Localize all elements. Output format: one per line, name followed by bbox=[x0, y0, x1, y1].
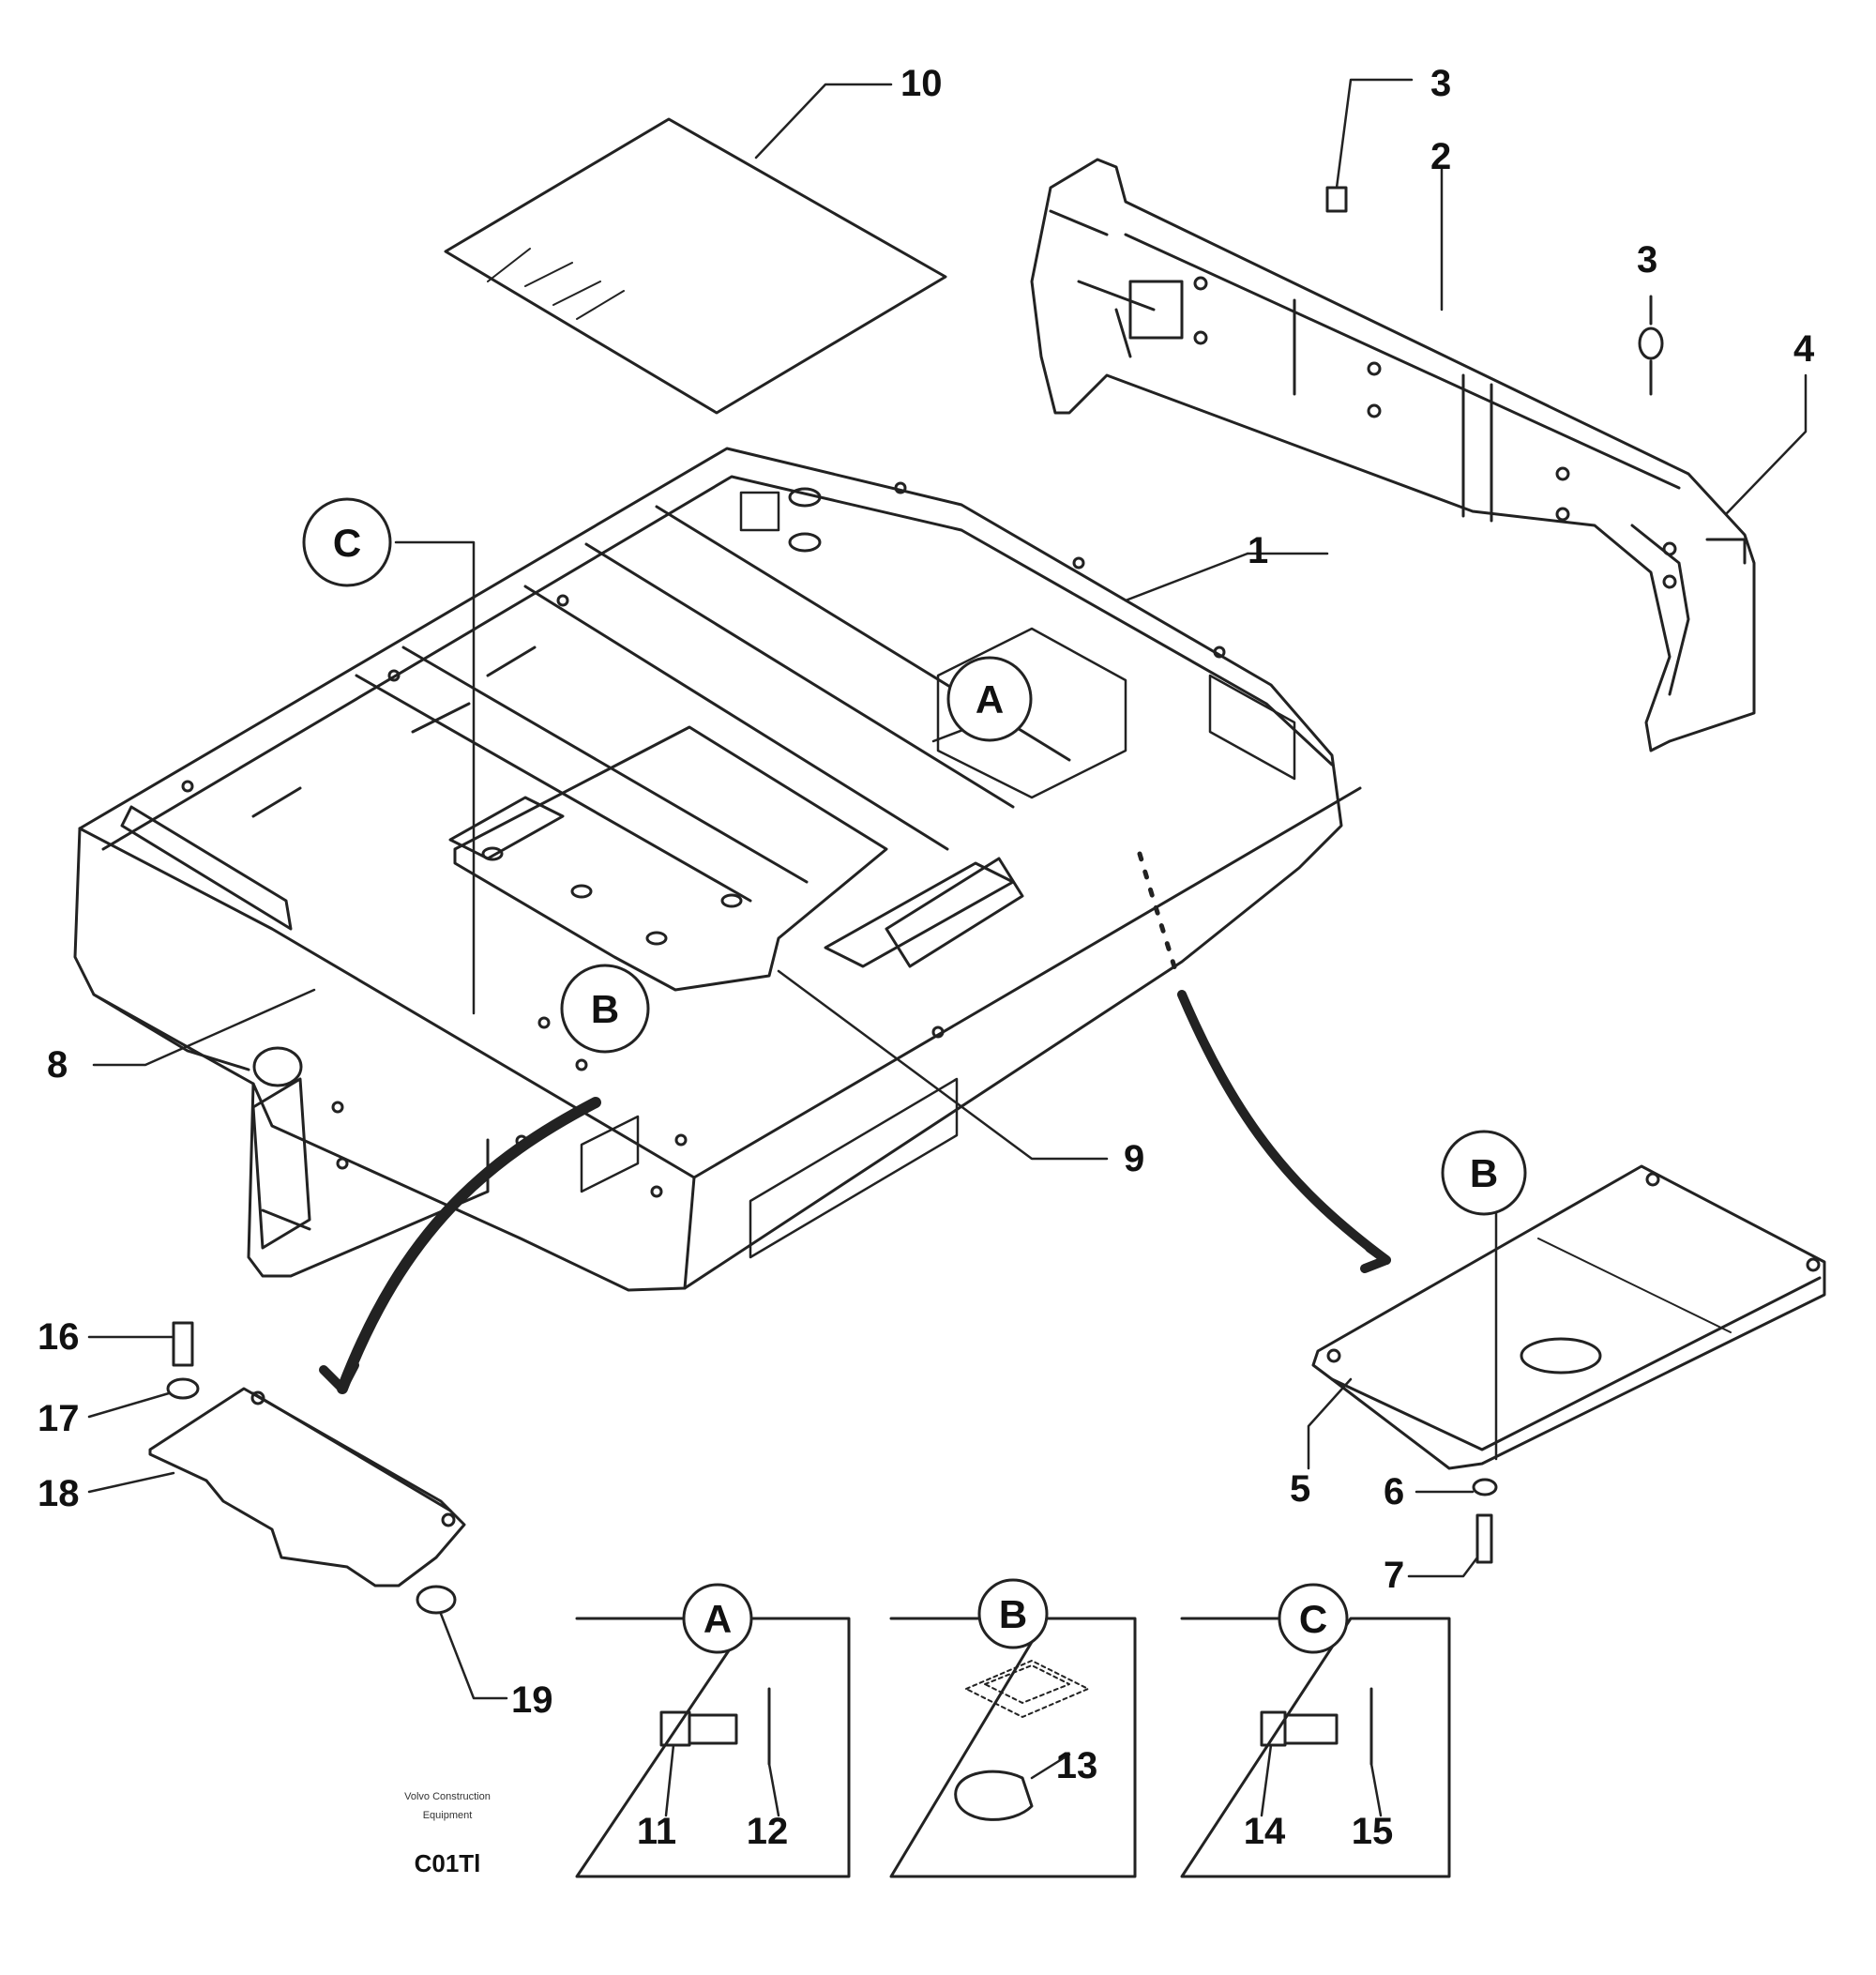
leader-4 bbox=[1724, 373, 1808, 516]
washer-part-17 bbox=[166, 1377, 200, 1400]
inset-a-part-12: 12 bbox=[747, 1811, 789, 1852]
dotted-connector bbox=[1137, 851, 1180, 979]
leader-c-marker bbox=[394, 540, 476, 1015]
connector-arrow-left bbox=[337, 1097, 601, 1394]
rear-beam-part-2 bbox=[1030, 158, 1756, 752]
callout-5: 5 bbox=[1290, 1468, 1310, 1510]
inset-c-part-15: 15 bbox=[1352, 1811, 1394, 1852]
detail-marker-c: C bbox=[333, 521, 361, 565]
connector-arrow-right bbox=[1177, 990, 1391, 1265]
floor-plate-part-9 bbox=[453, 725, 888, 992]
bolt-part-7 bbox=[1475, 1513, 1493, 1564]
inset-labels: A 11 12 B 13 C 14 15 bbox=[637, 1592, 1393, 1852]
inset-a-part-11: 11 bbox=[637, 1811, 676, 1852]
callout-19: 19 bbox=[511, 1679, 553, 1721]
detail-marker-b-plate: B bbox=[1470, 1151, 1498, 1195]
inset-frame-c bbox=[1180, 1617, 1451, 1878]
detail-marker-a: A bbox=[976, 677, 1004, 722]
callout-9: 9 bbox=[1124, 1138, 1144, 1179]
leader-1b bbox=[1124, 552, 1249, 602]
footer-code: C01Tl bbox=[415, 1849, 481, 1877]
callout-4: 4 bbox=[1793, 328, 1815, 370]
callout-3b: 3 bbox=[1637, 239, 1657, 281]
footer-block: Volvo Construction Equipment C01Tl bbox=[404, 1791, 491, 1877]
leader-18 bbox=[87, 1471, 175, 1494]
plate-part-5 bbox=[1311, 1164, 1826, 1470]
inset-frame-a bbox=[575, 1617, 851, 1878]
inset-c-title: C bbox=[1299, 1597, 1327, 1641]
callout-8: 8 bbox=[47, 1044, 68, 1086]
callout-16: 16 bbox=[38, 1316, 80, 1358]
leader-5 bbox=[1307, 1377, 1353, 1470]
leader-10 bbox=[754, 83, 893, 160]
footer-brand-line2: Equipment bbox=[423, 1810, 473, 1821]
bolt-part-16 bbox=[172, 1321, 194, 1367]
inset-a-title: A bbox=[704, 1597, 732, 1641]
callout-1: 1 bbox=[1248, 530, 1268, 571]
callout-10: 10 bbox=[900, 63, 943, 104]
callout-numbers: 10 3 2 3 4 1 8 9 16 17 18 19 5 6 7 bbox=[38, 63, 1815, 1721]
leader-3a bbox=[1335, 78, 1414, 190]
callout-17: 17 bbox=[38, 1398, 80, 1439]
leader-7 bbox=[1407, 1556, 1479, 1578]
callout-18: 18 bbox=[38, 1473, 80, 1514]
inset-b-part-13: 13 bbox=[1056, 1745, 1098, 1786]
bolt-part-3-left bbox=[1325, 186, 1348, 213]
leader-19 bbox=[439, 1612, 508, 1700]
callout-2: 2 bbox=[1430, 136, 1451, 177]
inset-b-title: B bbox=[999, 1592, 1027, 1636]
bolt-part-3-right bbox=[1638, 295, 1664, 396]
leader-17 bbox=[87, 1391, 171, 1419]
leader-9 bbox=[777, 969, 1109, 1161]
marker-circles bbox=[302, 497, 1527, 1654]
bracket-part-18 bbox=[148, 1387, 466, 1588]
leader-8 bbox=[92, 988, 316, 1067]
callout-6: 6 bbox=[1384, 1471, 1404, 1512]
inset-c-part-14: 14 bbox=[1244, 1811, 1286, 1852]
washer-part-6 bbox=[1472, 1478, 1498, 1496]
callout-3a: 3 bbox=[1430, 63, 1451, 104]
nut-part-19 bbox=[416, 1585, 457, 1615]
cover-sheet-part-10 bbox=[444, 117, 947, 415]
footer-brand-line1: Volvo Construction bbox=[404, 1791, 491, 1802]
main-frame-part-1 bbox=[73, 447, 1362, 1292]
detail-marker-b: B bbox=[591, 987, 619, 1031]
inset-frame-b bbox=[889, 1617, 1137, 1878]
detail-marker-labels: C A B B bbox=[333, 521, 1498, 1195]
callout-7: 7 bbox=[1384, 1555, 1404, 1596]
